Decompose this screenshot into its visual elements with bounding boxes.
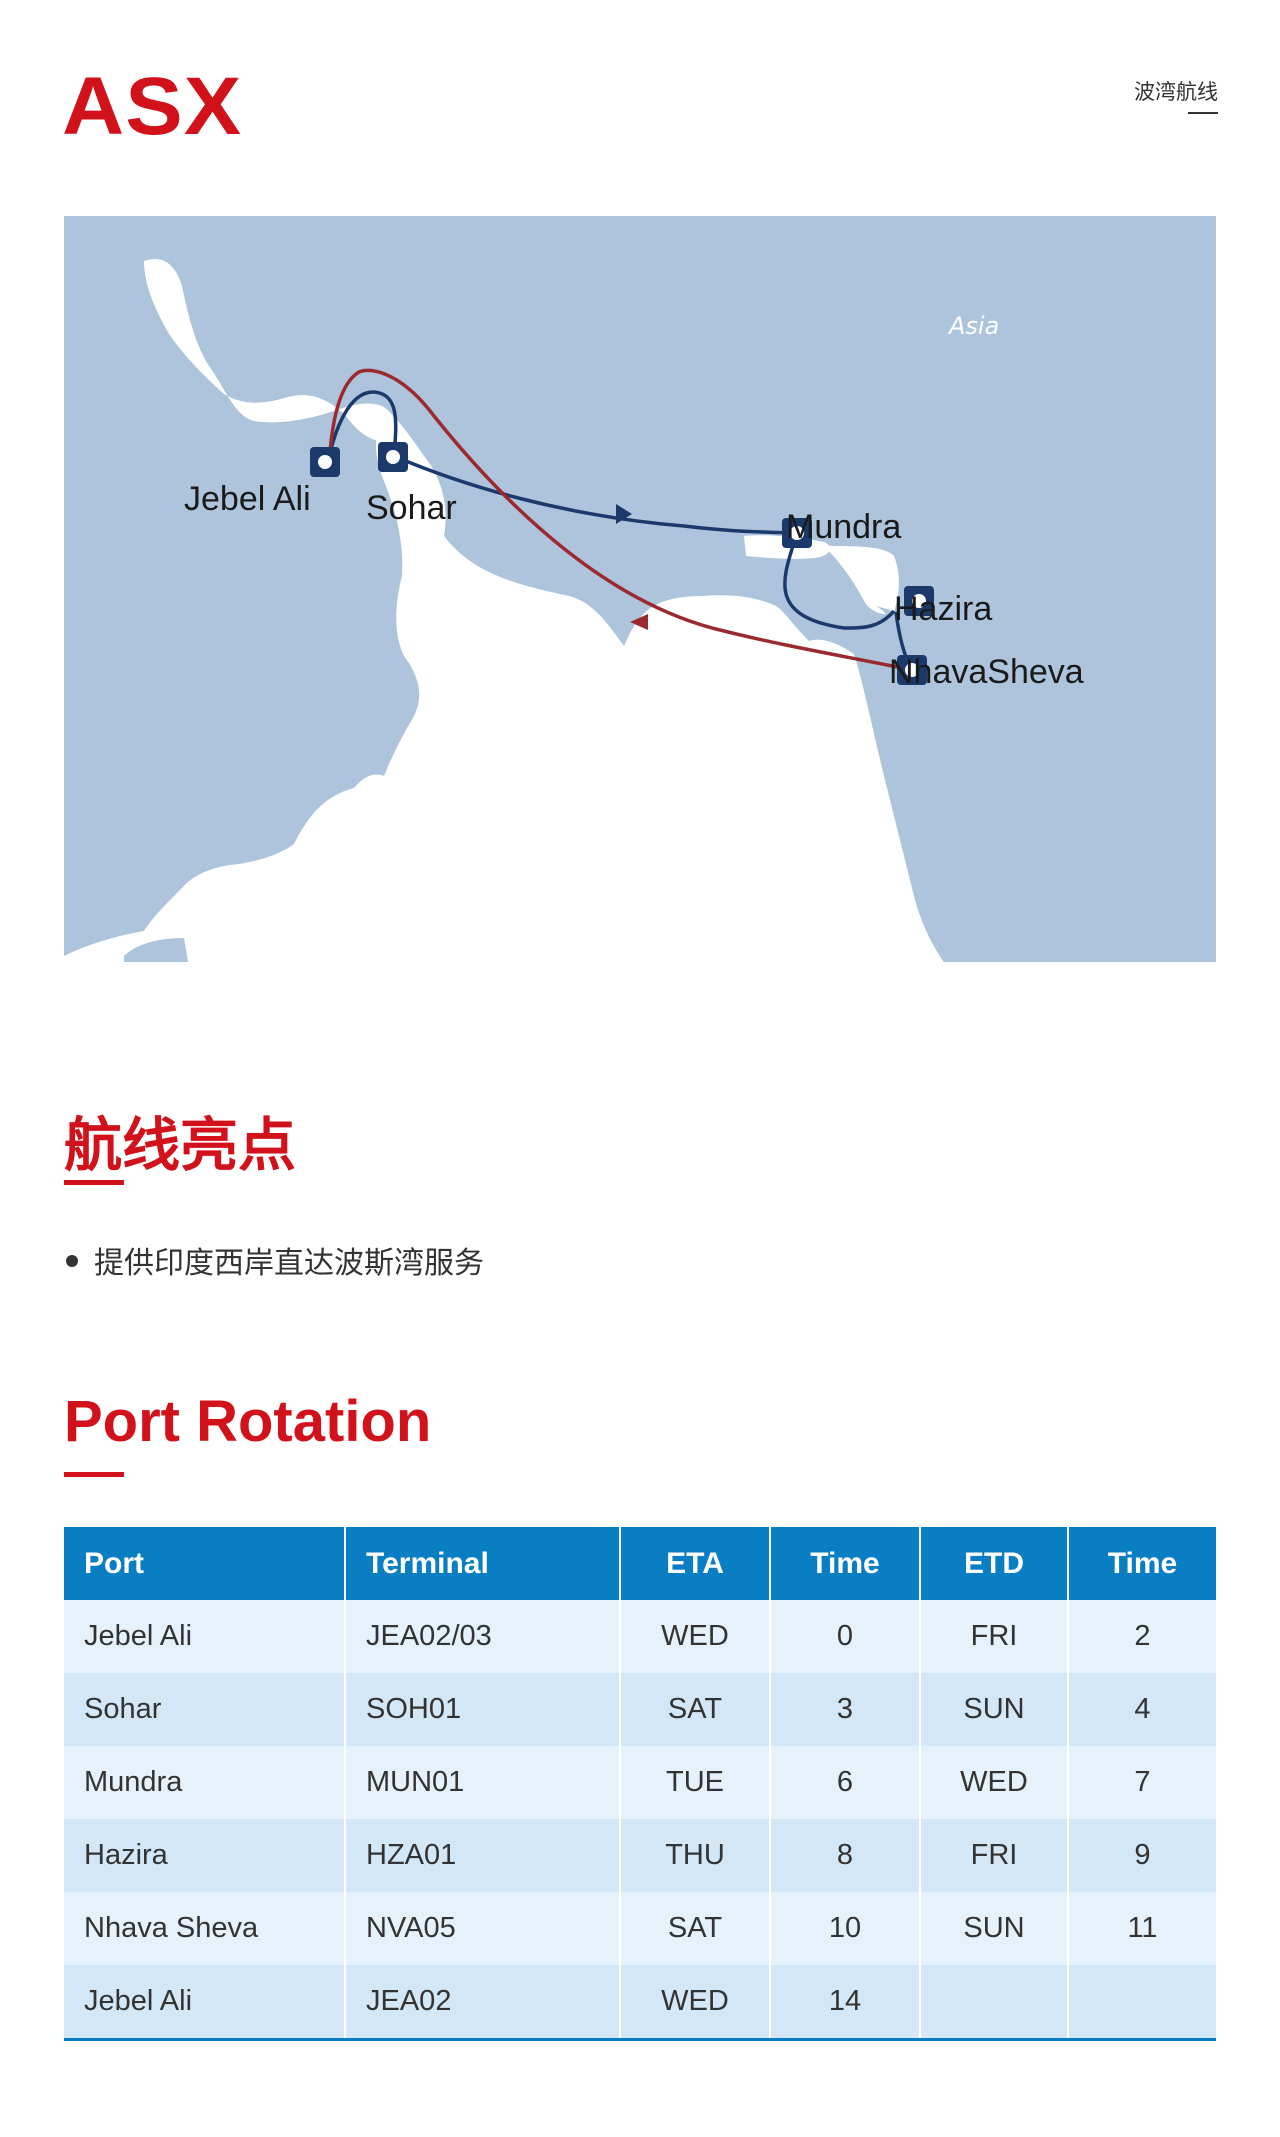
cell-port: Jebel Ali — [64, 1965, 346, 2041]
bullet-icon — [66, 1255, 78, 1267]
route-outbound-arrow — [616, 504, 632, 524]
cell-etd-time: 2 — [1068, 1600, 1216, 1673]
port-label-sohar: Sohar — [366, 489, 457, 527]
table-row: Jebel Ali JEA02/03 WED 0 FRI 2 — [64, 1600, 1216, 1673]
cell-etd: SUN — [920, 1892, 1069, 1965]
route-return-arrow — [630, 614, 648, 630]
cell-eta-time: 6 — [770, 1746, 921, 1819]
cell-terminal: JEA02/03 — [345, 1600, 621, 1673]
header-eta: ETA — [620, 1527, 771, 1600]
table-row: Hazira HZA01 THU 8 FRI 9 — [64, 1819, 1216, 1892]
cell-eta: SAT — [620, 1892, 771, 1965]
cell-eta: THU — [620, 1819, 771, 1892]
cell-eta: TUE — [620, 1746, 771, 1819]
cell-eta-time: 8 — [770, 1819, 921, 1892]
header-terminal: Terminal — [345, 1527, 621, 1600]
indian-peninsula — [876, 606, 1216, 962]
cell-eta: SAT — [620, 1673, 771, 1746]
highlights-title-underline — [64, 1180, 124, 1185]
cell-port: Jebel Ali — [64, 1600, 346, 1673]
table-row: Sohar SOH01 SAT 3 SUN 4 — [64, 1673, 1216, 1746]
cell-terminal: NVA05 — [345, 1892, 621, 1965]
cell-port: Sohar — [64, 1673, 346, 1746]
route-map: Asia Jebel Ali Sohar Mund — [64, 216, 1216, 962]
cell-eta-time: 3 — [770, 1673, 921, 1746]
cell-etd-time: 11 — [1068, 1892, 1216, 1965]
port-rotation-title: Port Rotation — [64, 1389, 432, 1454]
route-return-line — [328, 368, 913, 672]
port-marker-mundra — [782, 518, 812, 548]
gulf-of-khambhat — [824, 546, 899, 615]
port-marker-sohar — [378, 442, 408, 472]
table-row: Mundra MUN01 TUE 6 WED 7 — [64, 1746, 1216, 1819]
cell-eta: WED — [620, 1965, 771, 2041]
tag-underline — [1188, 112, 1218, 114]
port-marker-nhavasheva — [897, 655, 927, 685]
table-row: Jebel Ali JEA02 WED 14 — [64, 1965, 1216, 2041]
cell-etd-time: 7 — [1068, 1746, 1216, 1819]
cell-etd: FRI — [920, 1819, 1069, 1892]
port-marker-hazira — [904, 586, 934, 616]
route-outbound-line — [326, 390, 896, 630]
header-eta-time: Time — [770, 1527, 921, 1600]
cell-eta-time: 10 — [770, 1892, 921, 1965]
cell-terminal: JEA02 — [345, 1965, 621, 2041]
route-map-svg: Asia Jebel Ali Sohar Mund — [64, 216, 1216, 962]
header-etd-time: Time — [1068, 1527, 1216, 1600]
port-label-nhavasheva: NhavaSheva — [889, 653, 1084, 691]
map-bottom-left-strip — [124, 938, 188, 962]
header-port: Port — [64, 1527, 346, 1600]
cell-port: Hazira — [64, 1819, 346, 1892]
cell-etd-time — [1068, 1965, 1216, 2041]
port-marker-jebel-ali — [310, 447, 340, 477]
port-rotation-title-underline — [64, 1472, 124, 1477]
cell-eta: WED — [620, 1600, 771, 1673]
cell-etd-time: 4 — [1068, 1673, 1216, 1746]
persian-gulf-water — [144, 258, 395, 443]
highlights-title: 航线亮点 — [64, 1111, 297, 1179]
highlight-item-text: 提供印度西岸直达波斯湾服务 — [94, 1246, 484, 1281]
asia-label: Asia — [947, 312, 999, 340]
cell-etd: SUN — [920, 1673, 1069, 1746]
cell-etd — [920, 1965, 1069, 2041]
cell-terminal: SOH01 — [345, 1673, 621, 1746]
port-label-jebel-ali: Jebel Ali — [184, 480, 311, 518]
table-header-row: Port Terminal ETA Time ETD Time — [64, 1527, 1216, 1600]
port-label-mundra: Mundra — [786, 508, 901, 546]
cell-eta-time: 0 — [770, 1600, 921, 1673]
port-rotation-table: Port Terminal ETA Time ETD Time Jebel Al… — [64, 1527, 1216, 2041]
cell-port: Mundra — [64, 1746, 346, 1819]
arabian-sea-water — [64, 406, 944, 962]
header-etd: ETD — [920, 1527, 1069, 1600]
cell-port: Nhava Sheva — [64, 1892, 346, 1965]
cell-eta-time: 14 — [770, 1965, 921, 2041]
cell-terminal: HZA01 — [345, 1819, 621, 1892]
table-row: Nhava Sheva NVA05 SAT 10 SUN 11 — [64, 1892, 1216, 1965]
cell-etd: FRI — [920, 1600, 1069, 1673]
cell-etd: WED — [920, 1746, 1069, 1819]
port-label-hazira: Hazira — [894, 590, 992, 628]
brand-logo: ASX — [62, 61, 243, 152]
highlight-item: 提供印度西岸直达波斯湾服务 — [66, 1238, 484, 1282]
cell-terminal: MUN01 — [345, 1746, 621, 1819]
cell-etd-time: 9 — [1068, 1819, 1216, 1892]
route-category-tag: 波湾航线 — [1134, 80, 1218, 104]
